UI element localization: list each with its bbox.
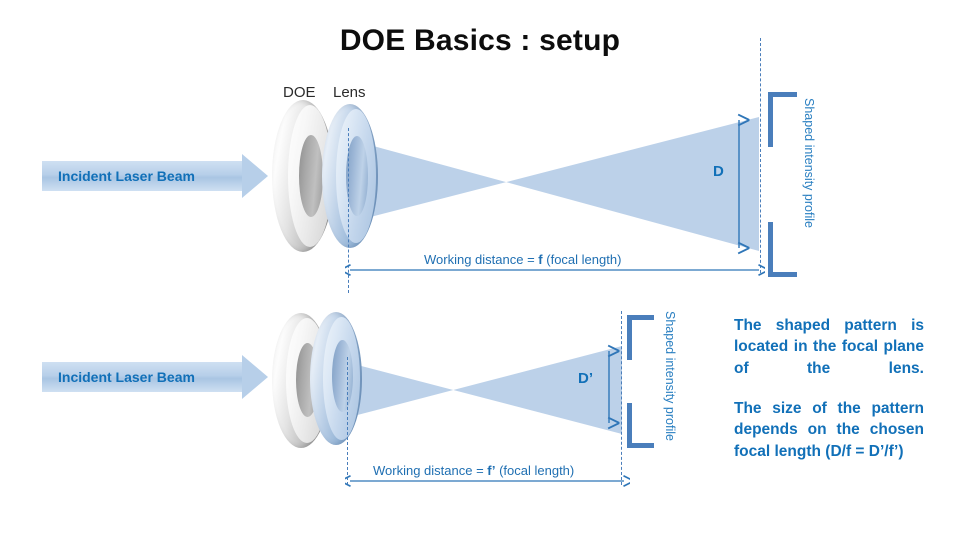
focal-length-symbol-bottom: f’ xyxy=(487,463,496,478)
working-distance-label-top: Working distance = f (focal length) xyxy=(424,252,621,267)
lens-aperture xyxy=(346,136,368,216)
panel-bottom: Incident Laser Beam xyxy=(0,295,960,540)
shaped-beam-cone-top xyxy=(355,117,759,251)
lens-element-bottom xyxy=(310,312,362,445)
incident-laser-beam-label-top: Incident Laser Beam xyxy=(58,168,195,184)
reference-line-lens-bottom xyxy=(347,357,348,485)
page-title: DOE Basics : setup xyxy=(339,24,621,57)
reference-line-focal-plane-bottom xyxy=(621,311,622,485)
working-distance-prefix-bottom: Working distance = xyxy=(373,463,488,478)
reference-line-focal-plane-top xyxy=(760,38,761,273)
working-distance-suffix-bottom: (focal length) xyxy=(495,463,575,478)
incident-laser-beam-label-bottom: Incident Laser Beam xyxy=(58,369,195,385)
lens-element-top xyxy=(322,104,378,248)
profile-bracket-bottom-upper xyxy=(627,315,654,360)
panel-top: DOE Lens Incident Laser Beam xyxy=(42,38,816,293)
working-distance-arrow-bottom xyxy=(345,473,630,489)
working-distance-suffix-top: (focal length) xyxy=(542,252,622,267)
profile-bracket-top-upper xyxy=(768,92,797,147)
lens-aperture xyxy=(332,340,353,412)
working-distance-prefix-top: Working distance = xyxy=(424,252,539,267)
aperture-dimension-arrow-bottom xyxy=(596,343,622,433)
working-distance-label-bottom: Working distance = f’ (focal length) xyxy=(373,463,574,478)
profile-bracket-bottom-lower xyxy=(627,403,654,448)
arrow-head-icon xyxy=(242,355,268,399)
note-focal-plane: The shaped pattern is located in the foc… xyxy=(734,317,924,377)
focal-length-symbol-top: f xyxy=(538,252,543,267)
arrow-head-icon xyxy=(242,154,268,198)
shaped-intensity-profile-label-top: Shaped intensity profile xyxy=(802,98,816,228)
aperture-label-top: D xyxy=(713,163,724,180)
aperture-label-bottom: D’ xyxy=(578,370,593,387)
incident-laser-beam-arrow-top: Incident Laser Beam xyxy=(42,154,268,198)
shaped-beam-cone-bottom xyxy=(342,346,622,434)
reference-line-lens-top xyxy=(348,128,349,293)
shaped-intensity-profile-label-bottom: Shaped intensity profile xyxy=(663,311,677,441)
doe-aperture xyxy=(299,135,323,217)
aperture-dimension-arrow-top xyxy=(726,110,752,260)
doe-label: DOE xyxy=(283,84,316,101)
lens-label: Lens xyxy=(333,84,366,101)
profile-bracket-top-lower xyxy=(768,222,797,277)
note-pattern-size: The size of the pattern depends on the c… xyxy=(734,400,924,460)
incident-laser-beam-arrow-bottom: Incident Laser Beam xyxy=(42,355,268,399)
working-distance-arrow-top xyxy=(345,262,765,278)
